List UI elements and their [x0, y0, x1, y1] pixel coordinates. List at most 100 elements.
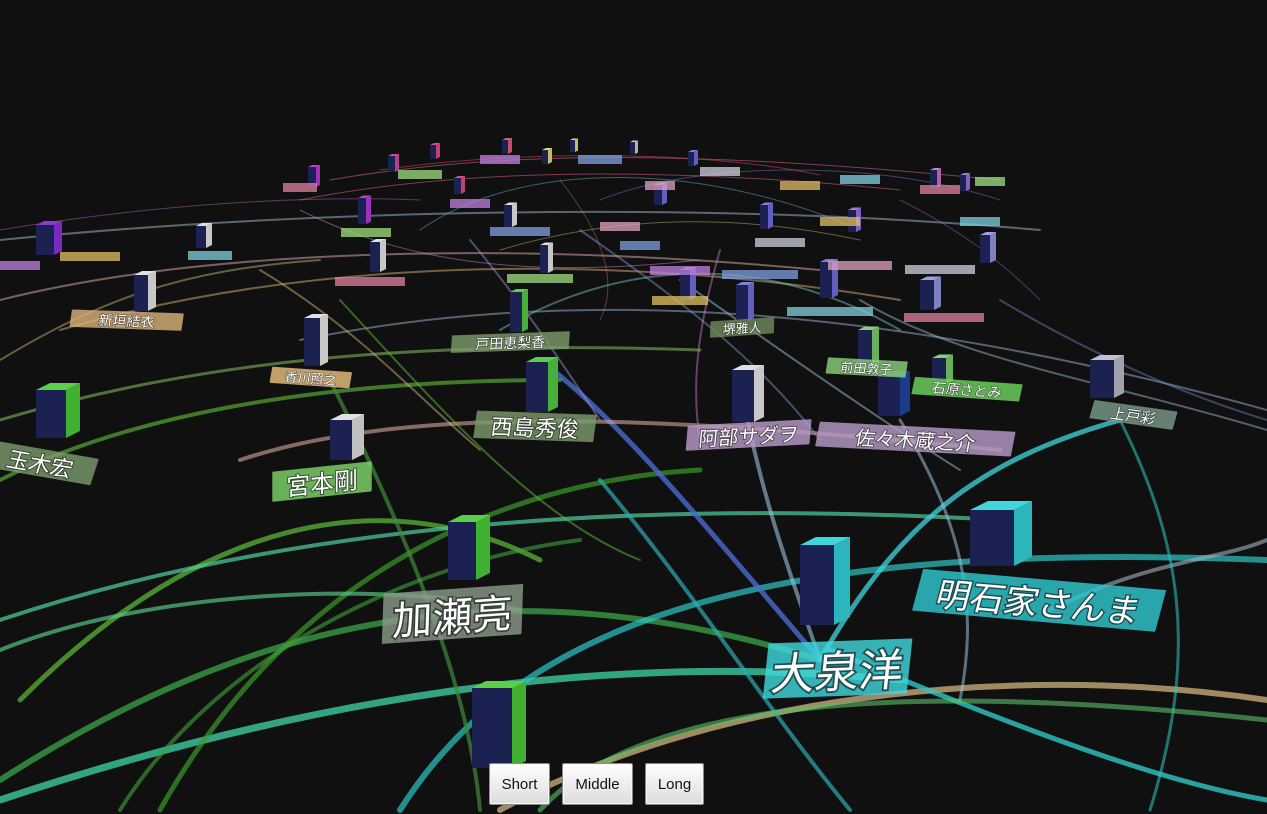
node-label-text: 佐々木蔵之介 — [853, 426, 977, 456]
node-bar[interactable] — [370, 239, 386, 272]
node-bar[interactable] — [196, 223, 212, 248]
edge-curve — [299, 308, 1267, 411]
node-bar[interactable] — [980, 232, 996, 263]
node-bar[interactable] — [388, 154, 399, 172]
distant-node-label — [787, 307, 873, 316]
node-bar[interactable] — [800, 537, 850, 625]
distant-node-label — [820, 217, 860, 226]
edge-curve — [339, 299, 641, 561]
edge-curve — [598, 478, 852, 812]
node-bar[interactable] — [472, 681, 526, 768]
edge-curve — [1118, 418, 1180, 812]
edge-curve — [537, 357, 823, 663]
node-label[interactable]: 宮本剛 — [272, 461, 372, 503]
node-bar[interactable] — [134, 271, 156, 311]
distant-node-label — [507, 274, 573, 283]
node-bar[interactable] — [970, 501, 1032, 566]
node-label-text: 堺雅人 — [722, 321, 761, 339]
node-bar[interactable] — [454, 176, 465, 194]
edge-curve — [859, 299, 1267, 431]
node-label-text: 大泉洋 — [769, 645, 906, 701]
edge-curve — [898, 418, 969, 702]
node-label[interactable]: 堺雅人 — [709, 317, 775, 339]
node-label[interactable]: 戸田恵梨香 — [450, 331, 570, 354]
distant-node-label — [700, 167, 740, 176]
range-controls: Short Middle Long — [489, 763, 704, 805]
node-bar[interactable] — [36, 383, 80, 438]
node-bar[interactable] — [526, 357, 558, 412]
node-bar[interactable] — [308, 165, 320, 187]
node-bar[interactable] — [760, 202, 773, 230]
edge-curve — [397, 554, 1267, 813]
far-node-layer — [36, 138, 1124, 416]
node-bar[interactable] — [542, 148, 552, 164]
edge-curve — [999, 299, 1267, 421]
distant-node-label — [398, 170, 442, 179]
node-label-text: 加瀬亮 — [392, 591, 513, 645]
node-bar[interactable] — [36, 221, 62, 255]
distant-node-label — [755, 238, 805, 247]
distant-node-label — [828, 261, 892, 270]
short-button[interactable]: Short — [489, 763, 550, 805]
node-bar[interactable] — [932, 354, 953, 385]
edge-curve — [0, 252, 821, 301]
node-label[interactable]: 前田敦子 — [825, 357, 908, 379]
node-bar[interactable] — [540, 242, 553, 274]
distant-node-label — [578, 155, 622, 164]
node-label[interactable]: 香川照之 — [269, 366, 352, 390]
node-bar[interactable] — [502, 138, 512, 154]
middle-button[interactable]: Middle — [562, 763, 633, 805]
distant-node-label — [283, 183, 317, 192]
distant-node-label — [920, 185, 960, 194]
distant-node-label — [600, 222, 640, 231]
distant-node-label — [620, 241, 660, 250]
node-bar[interactable] — [920, 276, 941, 311]
distant-node-label — [0, 261, 40, 270]
node-bar[interactable] — [930, 168, 941, 188]
node-bar[interactable] — [570, 138, 578, 153]
node-bar[interactable] — [358, 195, 371, 225]
distant-node-label — [188, 251, 232, 260]
node-label[interactable]: 阿部サダヲ — [685, 419, 812, 452]
node-label[interactable]: 大泉洋 — [762, 638, 913, 703]
edge-curve — [559, 179, 609, 321]
distant-node-label — [480, 155, 520, 164]
distant-node-label — [975, 177, 1005, 186]
node-label[interactable]: 加瀬亮 — [381, 583, 524, 647]
node-label-text: 石原さとみ — [930, 381, 1003, 402]
node-bar[interactable] — [448, 515, 490, 580]
node-bar[interactable] — [330, 414, 364, 460]
edge-curve — [118, 538, 582, 812]
node-bar[interactable] — [430, 143, 440, 159]
distant-node-label — [840, 175, 880, 184]
node-label-text: 香川照之 — [283, 370, 337, 388]
node-bar[interactable] — [736, 282, 754, 321]
node-bar[interactable] — [510, 289, 528, 332]
node-bar[interactable] — [960, 173, 970, 191]
node-bar[interactable] — [304, 314, 328, 366]
node-label[interactable]: 佐々木蔵之介 — [815, 421, 1016, 458]
node-bar[interactable] — [732, 365, 764, 422]
distant-node-label — [652, 296, 708, 305]
edge-curve — [695, 249, 721, 441]
distant-node-label — [780, 181, 820, 190]
edge-curve — [899, 199, 1041, 301]
distant-node-label — [905, 265, 975, 274]
node-label[interactable]: 石原さとみ — [911, 376, 1023, 403]
node-label[interactable]: 西島秀俊 — [473, 410, 597, 444]
node-bar[interactable] — [630, 140, 638, 155]
distant-node-label — [904, 313, 984, 322]
node-label-text: 新垣結衣 — [97, 313, 155, 331]
distant-node-label — [341, 228, 391, 237]
edge-curve — [59, 267, 901, 331]
node-bar[interactable] — [504, 202, 517, 228]
node-label[interactable]: 新垣結衣 — [69, 309, 184, 332]
node-label[interactable]: 上戸彩 — [1089, 400, 1178, 431]
node-bar[interactable] — [858, 326, 879, 367]
long-button[interactable]: Long — [645, 763, 704, 805]
node-bar[interactable] — [688, 150, 698, 166]
distant-node-label — [450, 199, 490, 208]
distant-node-label — [645, 181, 675, 190]
node-bar[interactable] — [1090, 355, 1124, 398]
